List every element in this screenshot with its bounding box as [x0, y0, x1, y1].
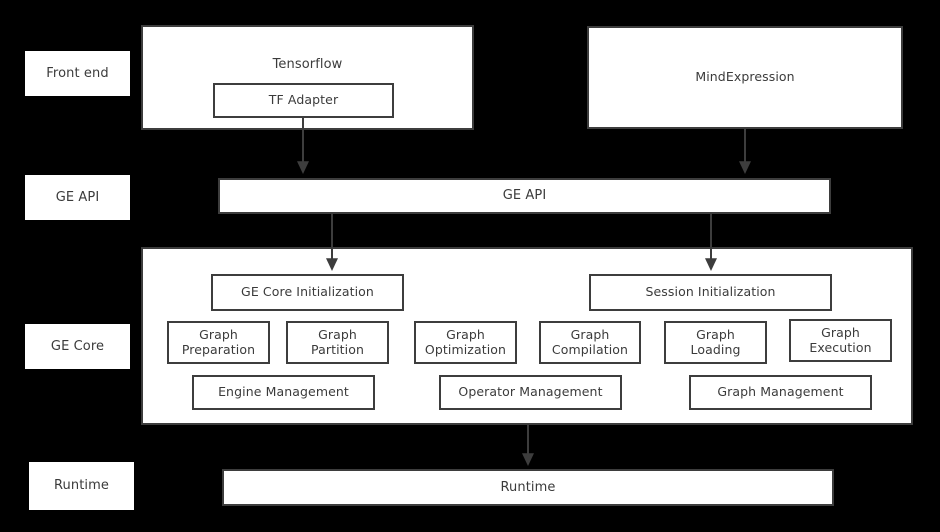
graph-preparation-label: Graph Preparation	[181, 326, 256, 357]
row-label-runtime: Runtime	[29, 462, 134, 510]
runtime-bar-label: Runtime	[500, 479, 556, 495]
graph-compilation-label: Graph Compilation	[551, 326, 629, 357]
mindexpression-label: MindExpression	[695, 69, 795, 85]
graph-management-box[interactable]: Graph Management	[689, 375, 872, 410]
tensorflow-label: Tensorflow	[272, 57, 343, 72]
graph-compilation-box[interactable]: Graph Compilation	[539, 321, 641, 364]
mindexpression-box[interactable]: MindExpression	[587, 26, 903, 129]
row-label-ge-api-text: GE API	[55, 189, 100, 205]
row-label-ge-api: GE API	[25, 175, 130, 220]
engine-management-label: Engine Management	[218, 384, 349, 400]
row-label-front-end: Front end	[25, 51, 130, 96]
graph-partition-box[interactable]: Graph Partition	[286, 321, 389, 364]
graph-management-label: Graph Management	[717, 384, 844, 400]
ge-api-bar-label: GE API	[502, 188, 547, 204]
tf-adapter-box[interactable]: TF Adapter	[213, 83, 394, 118]
row-label-ge-core: GE Core	[25, 324, 130, 369]
graph-loading-label: Graph Loading	[690, 326, 741, 357]
engine-management-box[interactable]: Engine Management	[192, 375, 375, 410]
row-label-runtime-text: Runtime	[54, 478, 109, 494]
tf-adapter-label: TF Adapter	[268, 92, 339, 108]
ge-core-initialization-label: GE Core Initialization	[241, 284, 374, 300]
graph-loading-box[interactable]: Graph Loading	[664, 321, 767, 364]
graph-partition-label: Graph Partition	[311, 326, 364, 357]
ge-core-initialization-box[interactable]: GE Core Initialization	[211, 274, 404, 311]
session-initialization-label: Session Initialization	[645, 284, 776, 300]
graph-optimization-box[interactable]: Graph Optimization	[414, 321, 517, 364]
ge-api-bar[interactable]: GE API	[218, 178, 831, 214]
row-label-front-end-text: Front end	[46, 65, 109, 81]
operator-management-label: Operator Management	[458, 384, 603, 400]
graph-execution-box[interactable]: Graph Execution	[789, 319, 892, 362]
runtime-bar[interactable]: Runtime	[222, 469, 834, 506]
graph-optimization-label: Graph Optimization	[424, 326, 507, 357]
graph-execution-label: Graph Execution	[809, 324, 872, 355]
row-label-ge-core-text: GE Core	[50, 338, 105, 354]
graph-preparation-box[interactable]: Graph Preparation	[167, 321, 270, 364]
session-initialization-box[interactable]: Session Initialization	[589, 274, 832, 311]
operator-management-box[interactable]: Operator Management	[439, 375, 622, 410]
